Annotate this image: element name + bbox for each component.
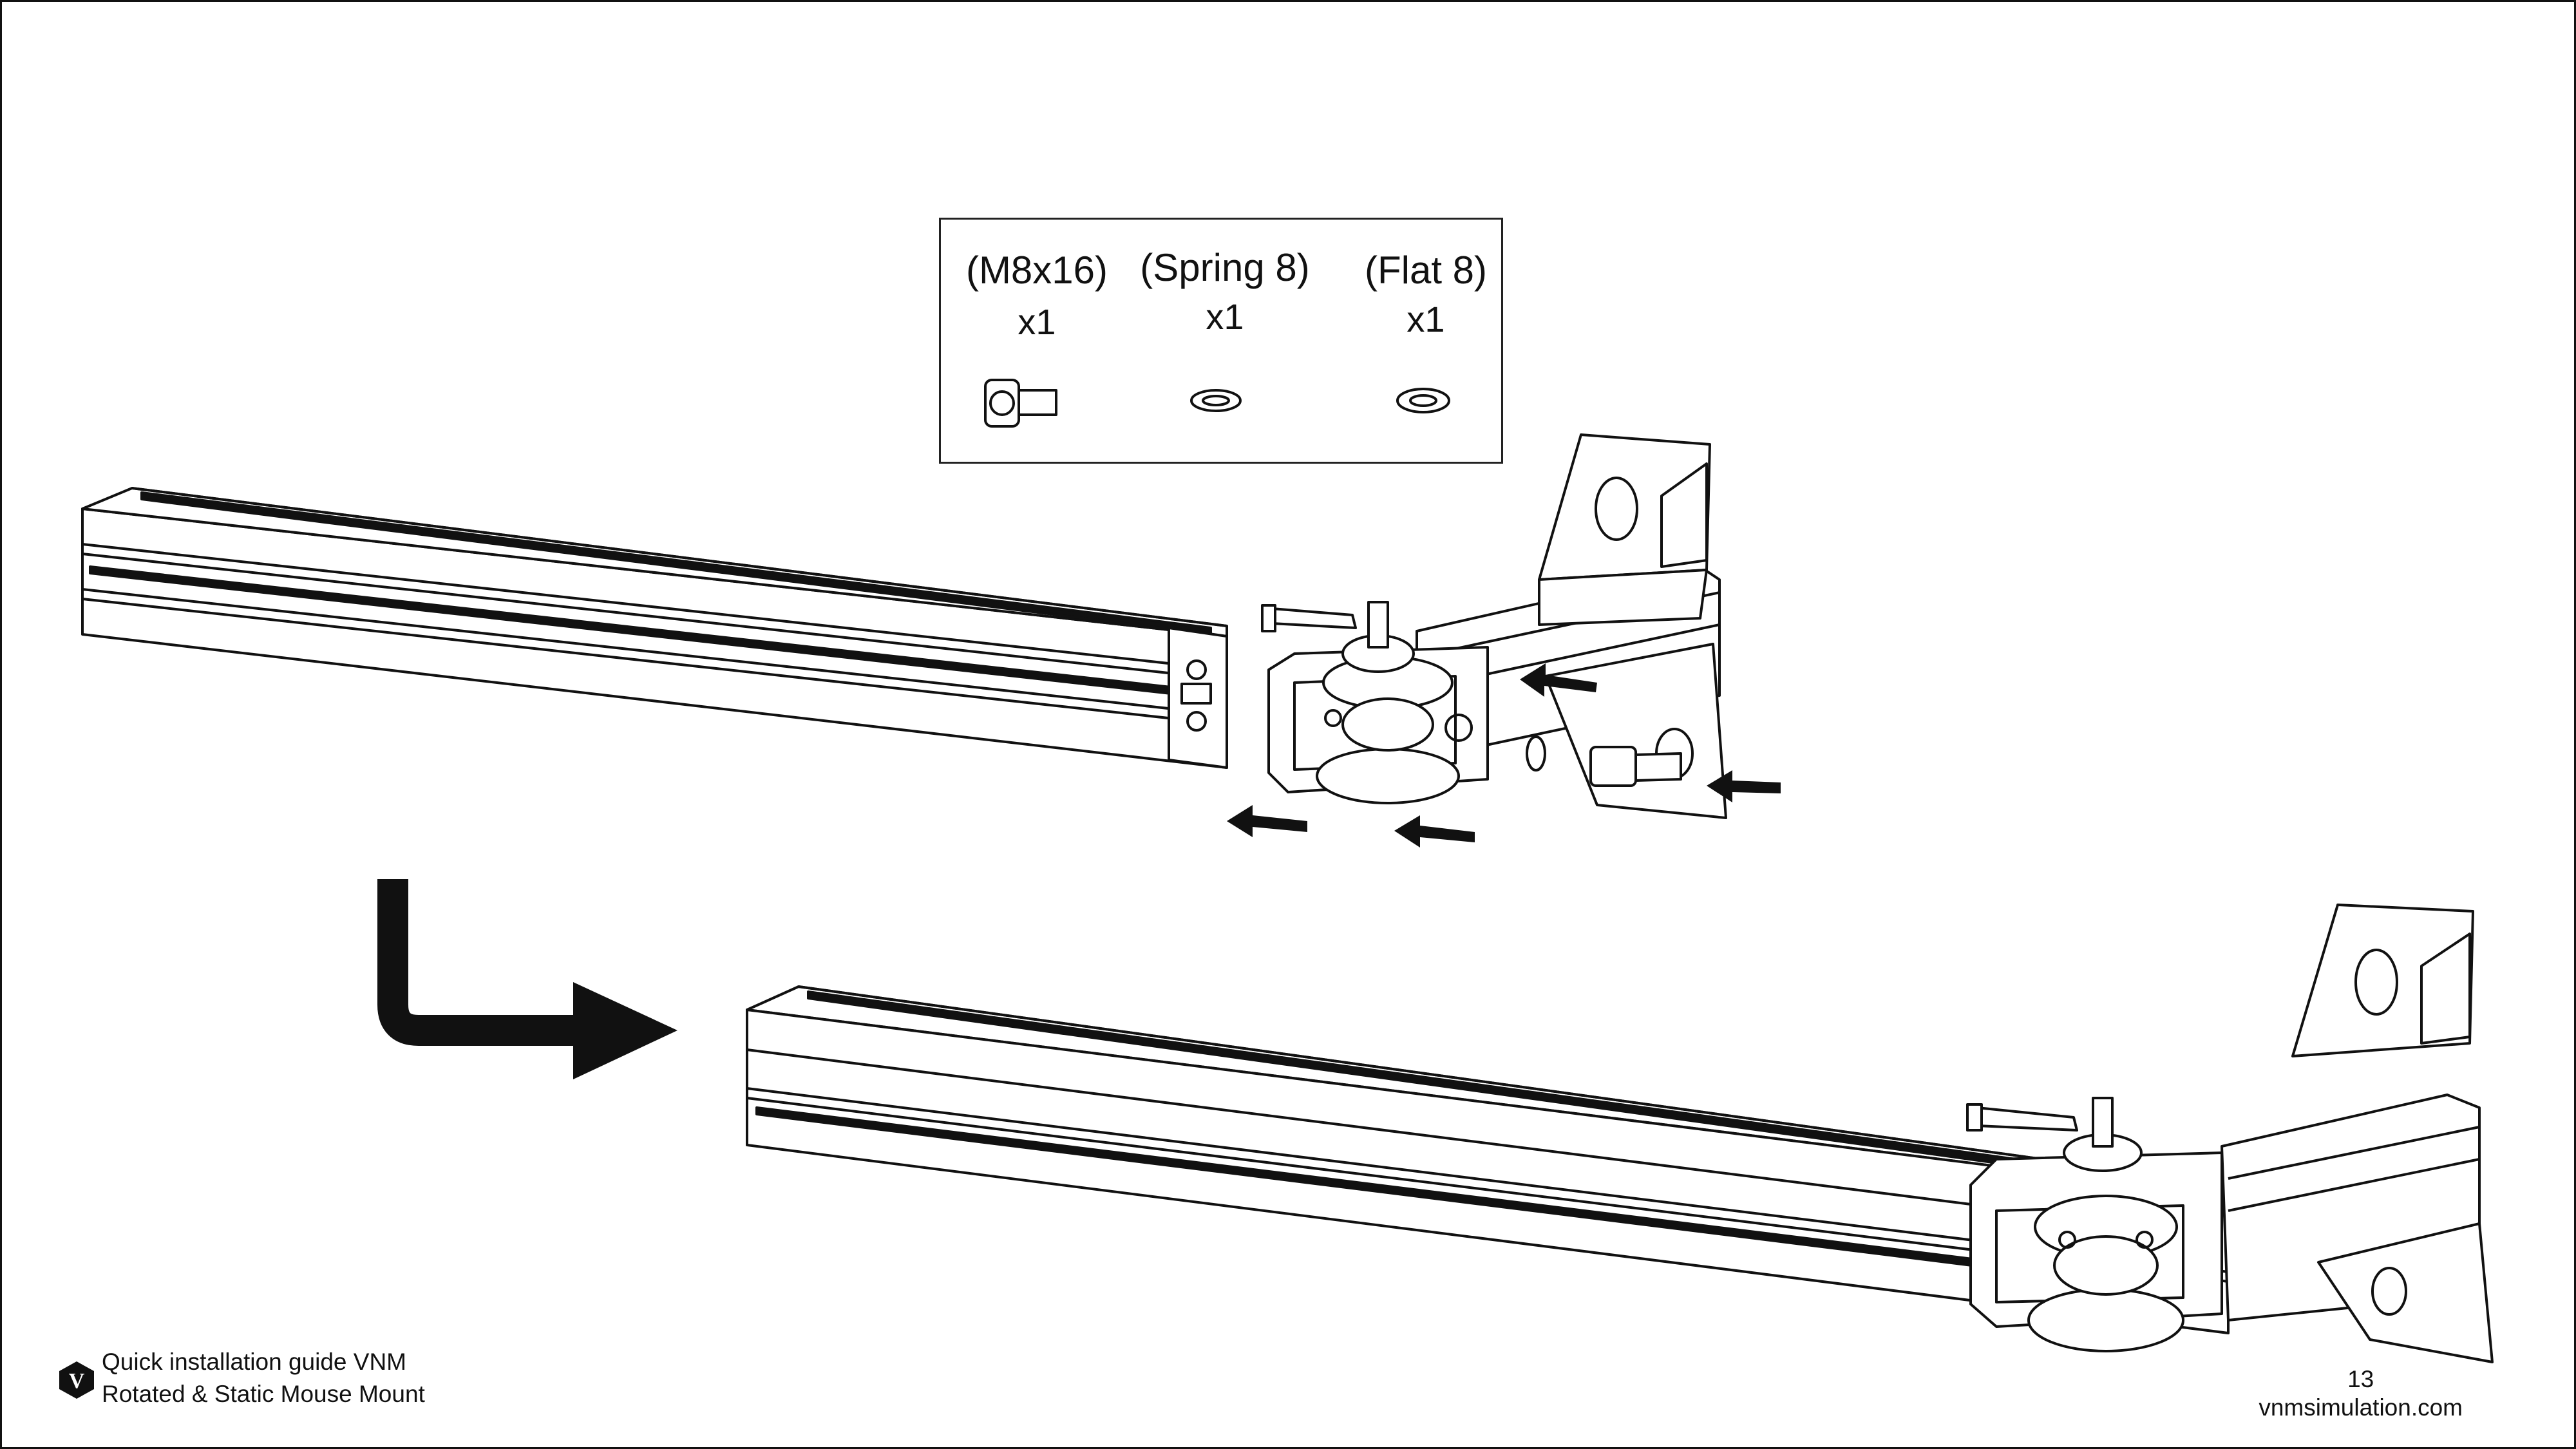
hardware-name-flat-8: (Flat 8) xyxy=(1364,249,1488,292)
top-profile-rail xyxy=(81,487,1228,769)
hardware-qty-m8x16: x1 xyxy=(1018,301,1056,342)
flat-washer-icon xyxy=(1396,388,1450,413)
proceed-arrow xyxy=(377,879,677,1079)
vnm-logo: V xyxy=(59,1361,94,1399)
spring-washer-icon xyxy=(1190,389,1242,412)
hardware-list-box xyxy=(939,218,1503,464)
product-name: Rotated & Static Mouse Mount xyxy=(102,1381,425,1407)
website-link[interactable]: vnmsimulation.com xyxy=(2259,1394,2463,1421)
footer-page-info: 13 vnmsimulation.com xyxy=(2259,1365,2463,1423)
bottom-clamp-and-bracket xyxy=(1966,904,2494,1363)
bottom-profile-rail xyxy=(746,985,2230,1334)
cap-screw-icon xyxy=(984,379,1057,428)
hardware-name-spring-8: (Spring 8) xyxy=(1140,246,1310,289)
guide-title: Quick installation guide VNM xyxy=(102,1349,406,1375)
top-clamp-block xyxy=(1261,601,1682,804)
hardware-icons xyxy=(984,379,1450,428)
vnm-logo-letter: V xyxy=(69,1369,85,1393)
hardware-name-m8x16: (M8x16) xyxy=(965,249,1108,292)
page-number: 13 xyxy=(2347,1366,2374,1392)
hardware-qty-spring-8: x1 xyxy=(1206,296,1244,337)
hardware-qty-flat-8: x1 xyxy=(1406,299,1445,339)
direction-arrows xyxy=(1227,663,1781,848)
